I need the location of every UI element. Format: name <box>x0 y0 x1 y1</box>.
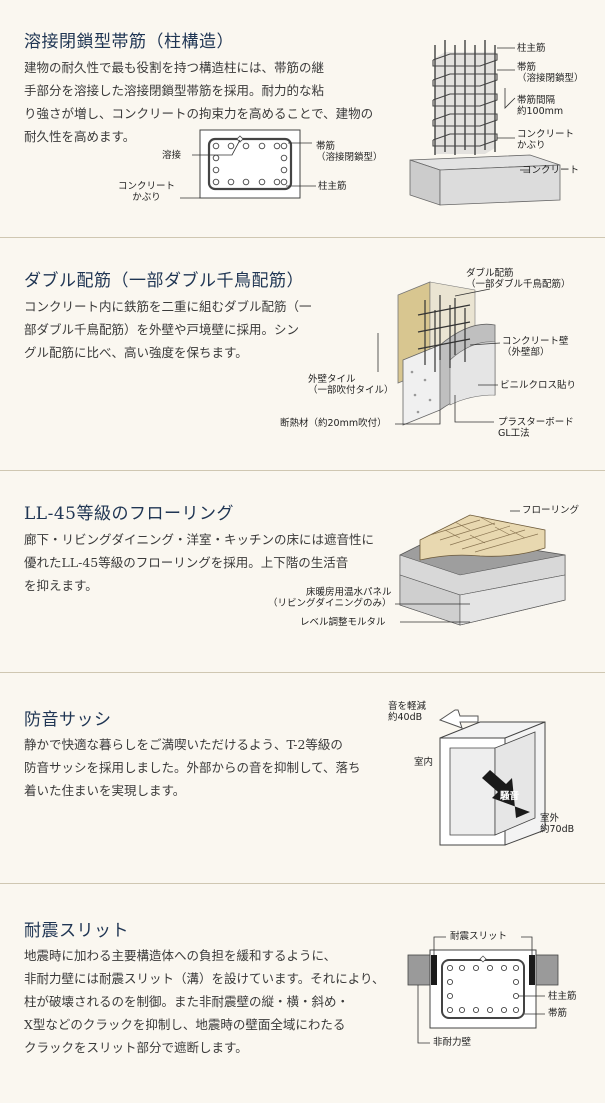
label-main-bar: 柱主筋 <box>318 181 347 192</box>
section5-title: 耐震スリット <box>24 921 129 941</box>
label-indoor: 室内 <box>414 757 434 768</box>
column-3d-diagram <box>409 40 561 206</box>
label-welding: 溶接 <box>162 150 182 161</box>
label-tile: 外壁タイル（一部吹付タイル） <box>308 374 394 396</box>
section2-body: コンクリート内に鉄筋を二重に組むダブル配筋（一 部ダブル千鳥配筋）を外壁や戸境壁… <box>24 299 312 360</box>
label-slit-hoop: 帯筋 <box>548 1008 568 1019</box>
flooring-diagram <box>395 510 566 626</box>
label-outdoor: 室外約70dB <box>540 813 575 835</box>
section1-body: 建物の耐久性で最も役割を持つ構造柱には、帯筋の継 手部分を溶接した溶接閉鎖型帯筋… <box>24 60 374 144</box>
divider-2 <box>0 470 605 471</box>
section4-body: 静かで快適な暮らしをご満喫いただけるよう、T-2等級の 防音サッシを採用しました… <box>24 737 361 798</box>
label-col-concrete: コンクリート <box>522 165 580 176</box>
label-wall: コンクリート壁（外壁部） <box>502 336 569 358</box>
section2-title: ダブル配筋（一部ダブル千鳥配筋） <box>24 271 304 291</box>
label-col-main-bar: 柱主筋 <box>517 43 546 54</box>
section5-body: 地震時に加わる主要構造体への負担を緩和するように、 非耐力壁には耐震スリット（溝… <box>24 948 385 1055</box>
label-col-cover: コンクリートかぶり <box>517 129 575 151</box>
label-flooring: フローリング <box>522 505 580 516</box>
label-hoop: 帯筋（溶接閉鎖型） <box>316 141 383 163</box>
sash-diagram <box>438 709 546 846</box>
label-noise: 騒音 <box>500 791 520 802</box>
section1-title: 溶接閉鎖型帯筋（柱構造） <box>24 32 234 52</box>
label-col-hoop: 帯筋（溶接閉鎖型） <box>517 62 584 84</box>
label-insulation: 断熱材（約20mm吹付） <box>280 418 387 429</box>
double-rebar-wall-diagram <box>377 281 501 426</box>
section3-body: 廊下・リビングダイニング・洋室・キッチンの床には遮音性に 優れたLL-45等級の… <box>24 532 375 593</box>
label-nonbearing: 非耐力壁 <box>433 1037 472 1048</box>
label-vinyl: ビニルクロス貼り <box>500 380 577 391</box>
seismic-slit-diagram <box>407 936 559 1044</box>
label-slit-main-bar: 柱主筋 <box>548 991 577 1002</box>
label-double: ダブル配筋（一部ダブル千鳥配筋） <box>466 268 571 290</box>
label-slit: 耐震スリット <box>450 931 508 942</box>
section4-title: 防音サッシ <box>24 710 112 730</box>
divider-1 <box>0 237 605 238</box>
divider-3 <box>0 672 605 673</box>
divider-4 <box>0 883 605 884</box>
label-col-spacing: 帯筋間隔約100mm <box>517 95 564 117</box>
hoop-cross-section-diagram <box>180 129 316 199</box>
label-cover: コンクリートかぶり <box>118 181 176 203</box>
section3-title: LL-45等級のフローリング <box>24 504 234 524</box>
label-heating: 床暖房用温水パネル（リビングダイニングのみ） <box>268 587 392 609</box>
label-mortar: レベル調整モルタル <box>300 617 386 628</box>
label-reduce: 音を軽減約40dB <box>388 701 427 723</box>
